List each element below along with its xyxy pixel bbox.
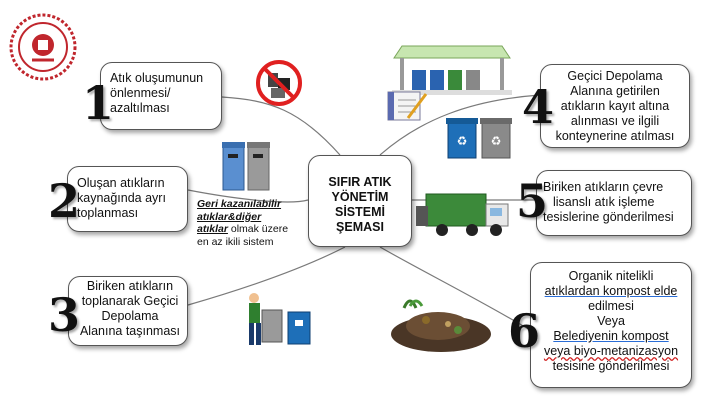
garbage-truck-icon bbox=[416, 193, 509, 236]
step-4-line: Geçici Depolama bbox=[567, 69, 663, 83]
step-3-line: Depolama bbox=[101, 309, 159, 323]
center-title-line: YÖNETİM bbox=[331, 190, 389, 204]
step-6-line: Veya bbox=[597, 314, 625, 328]
no-waste-prohibition-icon bbox=[256, 60, 302, 106]
step-3-line: Biriken atıkların bbox=[86, 279, 174, 293]
step-5-number: 5 bbox=[516, 174, 549, 228]
connector-3 bbox=[187, 246, 346, 306]
step-6-line: Organik nitelikli bbox=[568, 269, 654, 283]
municipality-seal-icon bbox=[9, 13, 77, 81]
svg-text:♻: ♻ bbox=[457, 134, 468, 148]
separation-note: Geri kazanılabilir atıklar&diğer atıklar… bbox=[197, 198, 307, 248]
step-3-box: Biriken atıkların toplanarak Geçici Depo… bbox=[68, 276, 188, 346]
step-4-line: konteynerine atılması bbox=[555, 129, 675, 143]
step-1-line: azaltılması bbox=[110, 101, 170, 115]
step-5-line: lisanslı atık işleme bbox=[553, 195, 655, 209]
step-2-number: 2 bbox=[48, 174, 81, 228]
recycle-bins-icon: ♻ ♻ bbox=[446, 118, 512, 159]
note-line: en az ikili sistem bbox=[197, 235, 274, 248]
step-6-line: atıklardan kompost elde bbox=[544, 284, 678, 298]
connector-2 bbox=[187, 189, 309, 203]
step-5-line: tesislerine gönderilmesi bbox=[543, 210, 674, 224]
step-6-line: Belediyenin kompost bbox=[553, 329, 669, 343]
connector-4 bbox=[379, 94, 541, 156]
connector-6 bbox=[379, 246, 531, 331]
step-3-line: Alanına taşınması bbox=[79, 324, 181, 338]
step-1-box: Atık oluşumunun önlenmesi/ azaltılması bbox=[100, 62, 222, 130]
connector-1 bbox=[221, 96, 341, 156]
step-2-box: Oluşan atıkların kaynağında ayrı toplanm… bbox=[67, 166, 188, 232]
step-6-line: tesisine gönderilmesi bbox=[552, 359, 670, 373]
compost-heap-icon bbox=[391, 299, 491, 352]
svg-text:♻: ♻ bbox=[491, 134, 502, 148]
step-1-line: önlenmesi/ bbox=[110, 86, 171, 100]
center-title-box: SIFIR ATIK YÖNETİM SİSTEMİ ŞEMASI bbox=[308, 155, 412, 247]
step-4-line: Alanına getirilen bbox=[570, 84, 660, 98]
step-6-number: 6 bbox=[508, 304, 541, 358]
step-1-number: 1 bbox=[82, 76, 115, 130]
step-5-line: Biriken atıkların çevre bbox=[543, 180, 664, 194]
note-line: atıklar bbox=[197, 223, 228, 235]
worker-with-bins-icon bbox=[249, 293, 311, 345]
two-bins-icon bbox=[222, 142, 270, 191]
step-6-line: edilmesi bbox=[588, 299, 634, 313]
step-1-line: Atık oluşumunun bbox=[110, 71, 204, 85]
storage-shelter-icon bbox=[392, 45, 512, 95]
step-6-box: Organik nitelikli atıklardan kompost eld… bbox=[530, 262, 692, 388]
step-4-box: Geçici Depolama Alanına getirilen atıkla… bbox=[540, 64, 690, 148]
center-title-line: SİSTEMİ bbox=[334, 205, 385, 219]
step-2-line: kaynağında ayrı bbox=[77, 191, 166, 205]
step-4-number: 4 bbox=[522, 80, 555, 134]
step-4-line: alınması ve ilgili bbox=[570, 114, 660, 128]
note-line: Geri kazanılabilir bbox=[197, 198, 282, 210]
step-4-line: atıkların kayıt altına bbox=[560, 99, 670, 113]
step-2-line: Oluşan atıkların bbox=[77, 176, 165, 190]
step-2-line: toplanması bbox=[77, 206, 139, 220]
step-5-box: Biriken atıkların çevre lisanslı atık iş… bbox=[536, 170, 692, 236]
register-notebook-icon bbox=[387, 91, 428, 121]
center-title-line: ŞEMASI bbox=[336, 220, 384, 234]
center-title-line: SIFIR ATIK bbox=[328, 175, 392, 189]
step-6-line: veya biyo-metanizasyon bbox=[543, 344, 679, 358]
step-3-line: toplanarak Geçici bbox=[81, 294, 179, 308]
note-line: atıklar&diğer bbox=[197, 210, 262, 223]
note-line: olmak üzere bbox=[227, 223, 289, 235]
step-3-number: 3 bbox=[48, 288, 81, 342]
